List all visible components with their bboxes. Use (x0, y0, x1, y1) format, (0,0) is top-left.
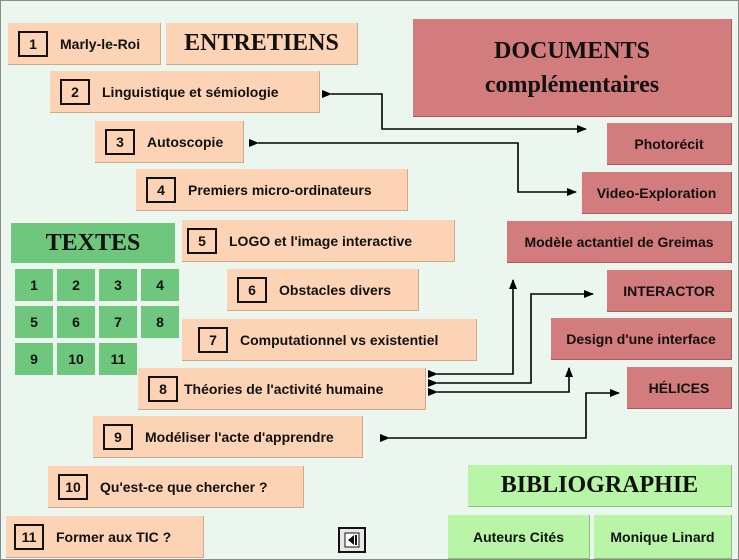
entretien-6-number: 6 (237, 276, 267, 303)
texte-1[interactable]: 1 (15, 269, 53, 301)
document-photorecit[interactable]: Photorécit (607, 123, 732, 165)
entretien-6-label: Obstacles divers (279, 281, 392, 298)
texte-4[interactable]: 4 (141, 269, 179, 301)
entretien-9-number: 9 (103, 423, 133, 450)
texte-10[interactable]: 10 (57, 343, 95, 375)
entretien-8[interactable]: 8 Théories de l'activité humaine (138, 368, 426, 410)
entretien-8-number: 8 (148, 375, 178, 402)
entretien-5-number: 5 (187, 227, 217, 254)
entretien-4[interactable]: 4 Premiers micro-ordinateurs (136, 169, 408, 211)
back-button[interactable] (338, 527, 366, 553)
entretien-10-number: 10 (58, 473, 88, 500)
entretien-5-label: LOGO et l'image interactive (229, 232, 413, 249)
entretien-9[interactable]: 9 Modéliser l'acte d'apprendre (93, 416, 363, 458)
entretien-2-label: Linguistique et sémiologie (102, 83, 279, 100)
entretien-4-number: 4 (146, 176, 176, 203)
bibliographie-monique-linard[interactable]: Monique Linard (594, 515, 732, 559)
texte-6[interactable]: 6 (57, 306, 95, 338)
entretiens-heading[interactable]: ENTRETIENS (166, 23, 358, 65)
entretien-10[interactable]: 10 Qu'est-ce que chercher ? (48, 466, 304, 508)
entretien-2-number: 2 (60, 78, 90, 105)
entretien-1-number: 1 (18, 30, 48, 57)
texte-2[interactable]: 2 (57, 269, 95, 301)
entretien-7-label: Computationnel vs existentiel (240, 331, 439, 348)
documents-heading[interactable]: DOCUMENTS complémentaires (413, 19, 732, 117)
entretien-6[interactable]: 6 Obstacles divers (227, 269, 419, 311)
entretien-7[interactable]: 7 Computationnel vs existentiel (182, 319, 477, 361)
arrow-theories-to-design (428, 367, 573, 396)
bibliographie-auteurs-cites[interactable]: Auteurs Cités (448, 515, 590, 559)
texte-3[interactable]: 3 (99, 269, 137, 301)
entretien-4-label: Premiers micro-ordinateurs (188, 181, 372, 198)
textes-heading[interactable]: TEXTES (11, 223, 175, 263)
entretien-8-label: Théories de l'activité humaine (184, 380, 384, 397)
entretien-2[interactable]: 2 Linguistique et sémiologie (50, 71, 320, 113)
texte-8[interactable]: 8 (141, 306, 179, 338)
back-arrow-icon (344, 532, 360, 548)
entretien-11-number: 11 (14, 523, 44, 550)
bibliographie-heading[interactable]: BIBLIOGRAPHIE (468, 465, 732, 507)
entretien-7-number: 7 (198, 326, 228, 353)
document-video-exploration[interactable]: Video-Exploration (582, 172, 732, 214)
texte-7[interactable]: 7 (99, 306, 137, 338)
document-interactor[interactable]: INTERACTOR (607, 270, 732, 312)
document-design-interface[interactable]: Design d'une interface (551, 318, 732, 360)
entretien-10-label: Qu'est-ce que chercher ? (100, 478, 268, 495)
entretien-1[interactable]: 1 Marly-le-Roi (8, 23, 161, 65)
entretien-11[interactable]: 11 Former aux TIC ? (6, 516, 204, 558)
documents-heading-label: DOCUMENTS complémentaires (484, 37, 660, 98)
entretien-11-label: Former aux TIC ? (56, 528, 172, 545)
texte-11[interactable]: 11 (99, 343, 137, 375)
entretien-1-label: Marly-le-Roi (60, 35, 141, 52)
entretien-5[interactable]: 5 LOGO et l'image interactive (182, 220, 455, 262)
entretien-9-label: Modéliser l'acte d'apprendre (145, 428, 334, 445)
document-helices[interactable]: HÉLICES (627, 367, 732, 409)
document-modele-actantiel[interactable]: Modèle actantiel de Greimas (507, 221, 732, 263)
entretien-3-number: 3 (105, 128, 135, 155)
entretien-3-label: Autoscopie (147, 133, 224, 150)
entretien-3[interactable]: 3 Autoscopie (95, 121, 244, 163)
texte-9[interactable]: 9 (15, 343, 53, 375)
texte-5[interactable]: 5 (15, 306, 53, 338)
